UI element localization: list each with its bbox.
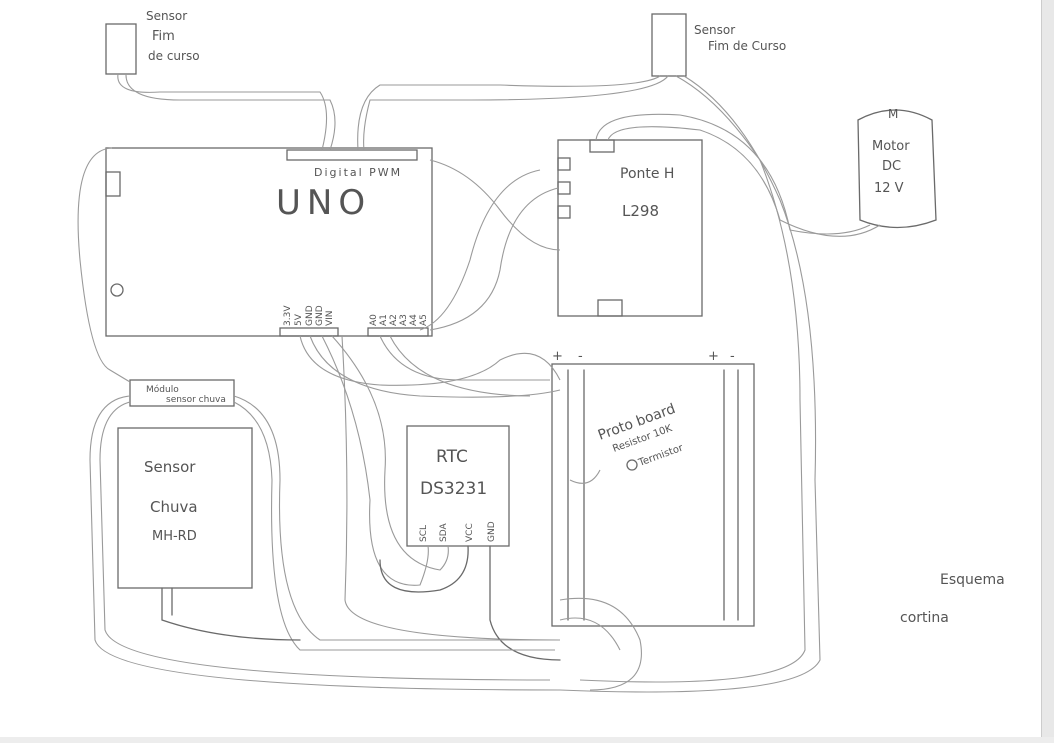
page-edge	[1041, 0, 1054, 743]
sensor-left-label: de curso	[148, 49, 200, 63]
rail-minus-label: -	[578, 349, 583, 364]
uno-title: UNO	[276, 183, 371, 223]
sensor-left-label: Fim	[152, 29, 175, 44]
motor-label: Motor	[872, 139, 910, 154]
page-edge	[0, 737, 1054, 743]
rail-minus-label: -	[730, 349, 735, 364]
sensor-right-label: Sensor	[694, 23, 735, 37]
rain-sensor-label: MH-RD	[152, 529, 197, 544]
pin-label: A5	[419, 314, 429, 326]
pin-label: A1	[379, 314, 389, 326]
pin-label: 5V	[294, 313, 304, 326]
pin-label: 3.3V	[283, 305, 293, 326]
sensor-left-label: Sensor	[146, 9, 187, 23]
pin-label: A4	[409, 314, 419, 326]
pin-label: GND	[305, 305, 315, 326]
digital-header	[286, 149, 418, 161]
power-header	[279, 327, 339, 337]
thermistor-label: Termistor	[636, 442, 685, 469]
limit-switch-right	[651, 13, 687, 77]
pin-label: VIN	[325, 310, 335, 326]
analog-header	[367, 327, 429, 337]
rtc-pin-label: VCC	[465, 523, 475, 542]
rail-plus-label: +	[552, 349, 563, 364]
rtc-label: RTC	[436, 447, 468, 467]
rain-sensor-label: Sensor	[144, 458, 196, 476]
bridge-terminal	[589, 139, 615, 153]
motor-label: 12 V	[874, 181, 904, 196]
wires	[77, 73, 881, 693]
digital-pwm-label: Digital PWM	[314, 166, 402, 179]
rain-module-label: sensor chuva	[166, 395, 226, 405]
rtc-ds3231	[406, 425, 510, 547]
usb-port	[105, 171, 121, 197]
rtc-pin-label: GND	[487, 521, 497, 542]
bridge-terminal	[557, 181, 571, 195]
limit-switch-left	[105, 23, 137, 75]
rain-sensor-module	[129, 379, 235, 407]
bridge-label: Ponte H	[620, 166, 674, 182]
pin-label: A3	[399, 314, 409, 326]
protoboard	[551, 363, 755, 627]
power-jack	[110, 283, 124, 297]
rain-sensor-plate	[117, 427, 253, 589]
rtc-pin-label: SDA	[439, 523, 449, 542]
bridge-terminal	[597, 299, 623, 317]
bridge-label: L298	[622, 202, 659, 220]
bridge-terminal	[557, 205, 571, 219]
thermistor-symbol	[626, 459, 638, 471]
rtc-label: DS3231	[420, 479, 487, 499]
arduino-uno-board	[105, 147, 433, 337]
motor-label: M	[888, 107, 898, 121]
rain-sensor-label: Chuva	[150, 498, 198, 516]
pin-label: A0	[369, 314, 379, 326]
rail-plus-label: +	[708, 349, 719, 364]
caption-label: cortina	[900, 610, 949, 626]
pin-label: A2	[389, 314, 399, 326]
h-bridge-l298	[557, 139, 703, 317]
rain-module-label: Módulo	[146, 384, 179, 395]
caption-label: Esquema	[940, 572, 1005, 588]
motor-dc	[857, 109, 937, 229]
bridge-terminal	[557, 157, 571, 171]
pin-label: GND	[315, 305, 325, 326]
sensor-right-label: Fim de Curso	[708, 39, 786, 53]
rtc-pin-label: SCL	[419, 525, 429, 542]
motor-label: DC	[882, 159, 901, 174]
